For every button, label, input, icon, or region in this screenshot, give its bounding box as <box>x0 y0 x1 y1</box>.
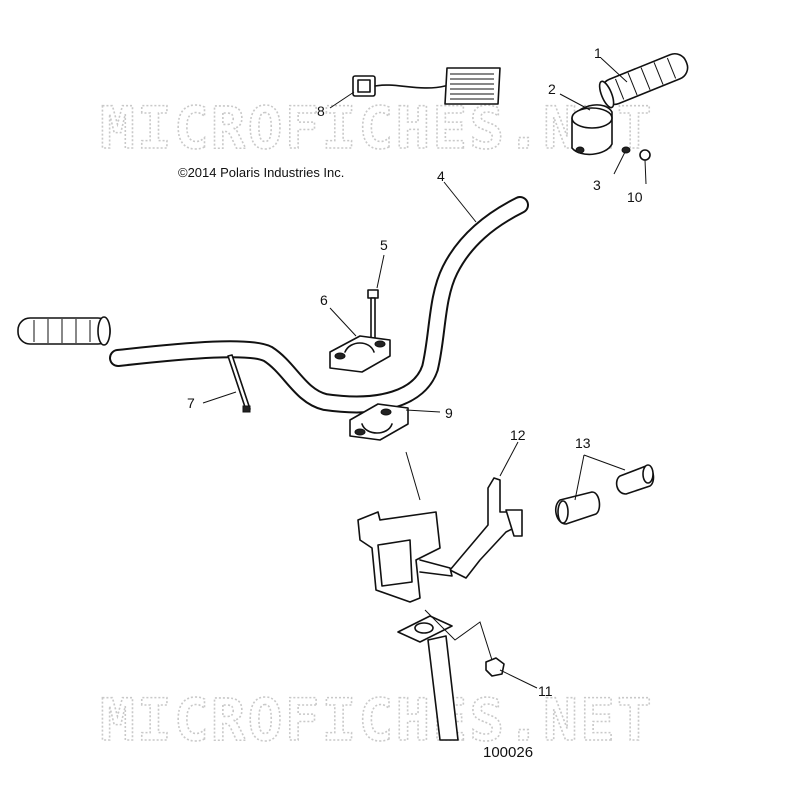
flange-nut[interactable] <box>485 657 505 677</box>
grip-right[interactable] <box>597 49 692 109</box>
screw[interactable] <box>621 146 631 154</box>
handlebar[interactable] <box>109 196 529 414</box>
watermark-bottom: MICROFICHES.NET <box>100 686 654 754</box>
leader-lines <box>202 57 647 689</box>
heater-harness[interactable] <box>352 67 501 105</box>
grip-inserts[interactable] <box>554 464 655 525</box>
callout-1: 1 <box>594 45 602 61</box>
mount-bracket[interactable] <box>357 511 453 603</box>
bracket[interactable] <box>449 477 523 579</box>
cable-tie[interactable] <box>227 354 251 413</box>
bolt[interactable] <box>367 289 379 341</box>
grip-left[interactable] <box>17 316 111 346</box>
callouts: 1 2 3 4 5 6 7 8 9 10 11 12 13 <box>187 45 643 699</box>
copyright-text: ©2014 Polaris Industries Inc. <box>178 165 344 180</box>
callout-10: 10 <box>627 189 643 205</box>
lower-clamp[interactable] <box>349 403 409 441</box>
callout-13: 13 <box>575 435 591 451</box>
callout-5: 5 <box>380 237 388 253</box>
callout-2: 2 <box>548 81 556 97</box>
grip-heater-pad[interactable] <box>571 104 613 156</box>
upper-clamp[interactable] <box>329 335 391 373</box>
callout-9: 9 <box>445 405 453 421</box>
nut[interactable] <box>639 149 651 161</box>
callout-11: 11 <box>538 683 553 699</box>
callout-7: 7 <box>187 395 195 411</box>
figure-number: 100026 <box>483 744 533 761</box>
callout-6: 6 <box>320 292 328 308</box>
callout-3: 3 <box>593 177 601 193</box>
watermark-top: MICROFICHES.NET <box>100 94 654 162</box>
callout-12: 12 <box>510 427 526 443</box>
steering-post[interactable] <box>397 615 459 741</box>
callout-8: 8 <box>317 103 325 119</box>
callout-4: 4 <box>437 168 445 184</box>
